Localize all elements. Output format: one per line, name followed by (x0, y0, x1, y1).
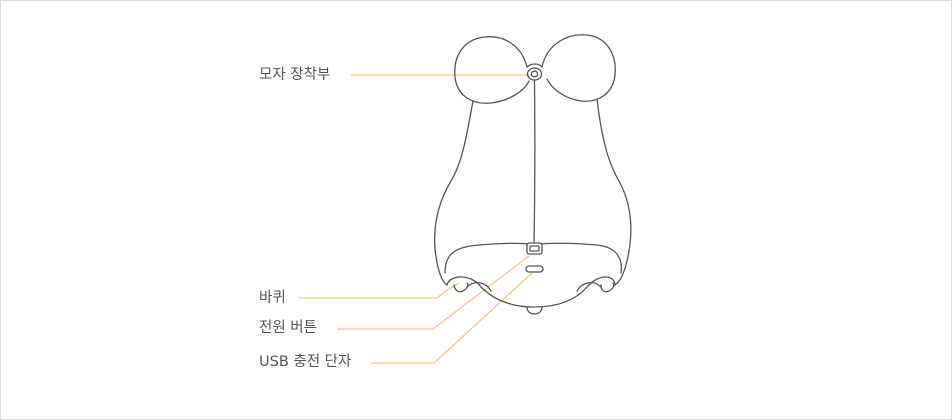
leader-wheel (299, 282, 460, 299)
body-left-side (433, 100, 474, 286)
robot-outline (433, 34, 632, 315)
label-hat-mount: 모자 장착부 (259, 67, 331, 83)
center-seam (533, 79, 536, 244)
base-top (444, 242, 623, 274)
label-wheel: 바퀴 (259, 290, 286, 306)
body-right-side (596, 98, 632, 286)
leader-power-button (337, 255, 530, 330)
front-wheel (526, 306, 543, 315)
right-wheel (600, 282, 615, 293)
head-top-joint (526, 63, 543, 68)
left-ear (454, 36, 530, 104)
leader-usb-port (371, 272, 533, 364)
right-ear (541, 34, 616, 102)
label-usb-port: USB 충전 단자 (259, 354, 352, 370)
label-power-button: 전원 버튼 (259, 320, 317, 336)
left-wheel (453, 282, 469, 293)
base-bottom (446, 276, 616, 308)
usb-port (525, 265, 544, 273)
hat-mount (526, 67, 543, 81)
leader-lines (299, 74, 533, 364)
power-button (526, 242, 543, 255)
